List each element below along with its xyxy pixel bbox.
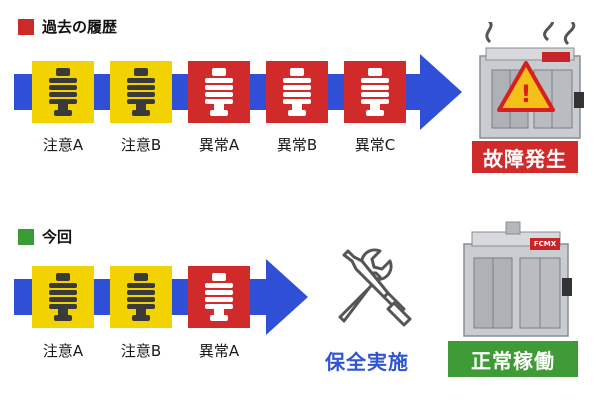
bolt-icon — [283, 68, 311, 116]
now-tile-2 — [110, 266, 172, 328]
past-section-title: 過去の履歴 — [18, 16, 117, 37]
machine-logo: FCMX — [533, 240, 557, 248]
failure-badge: 故障発生 — [472, 141, 578, 173]
now-timeline-arrowhead — [266, 259, 308, 335]
past-tile-1 — [32, 61, 94, 123]
bolt-icon — [205, 68, 233, 116]
now-tile-label-3: 異常A — [198, 342, 240, 360]
past-tile-label-1: 注意A — [42, 136, 84, 154]
bolt-icon — [205, 273, 233, 321]
warning-icon — [497, 61, 555, 112]
past-title-text: 過去の履歴 — [42, 18, 118, 36]
past-title-marker — [18, 18, 34, 35]
past-tile-label-4: 異常B — [276, 136, 318, 154]
maintenance-label: 保全実施 — [325, 350, 409, 374]
past-tile-3 — [188, 61, 250, 123]
past-tile-label-3: 異常A — [198, 136, 240, 154]
bolt-icon — [361, 68, 389, 116]
now-title-text: 今回 — [42, 228, 73, 246]
normal-operation-badge: 正常稼働 — [448, 341, 578, 377]
past-timeline-arrowhead — [420, 54, 462, 130]
past-tile-2 — [110, 61, 172, 123]
bolt-icon — [49, 273, 77, 321]
bolt-icon — [49, 68, 77, 116]
bolt-icon — [127, 273, 155, 321]
past-tile-label-2: 注意B — [120, 136, 162, 154]
machine-normal-image: FCMX — [446, 214, 578, 338]
machine-failed-image: ! — [462, 16, 590, 140]
wrench-screwdriver-icon — [338, 248, 412, 327]
now-tile-1 — [32, 266, 94, 328]
now-tile-label-1: 注意A — [42, 342, 84, 360]
past-tile-label-5: 異常C — [354, 136, 396, 154]
past-tile-4 — [266, 61, 328, 123]
now-tile-3 — [188, 266, 250, 328]
machine-illustration — [463, 221, 572, 337]
warning-mark: ! — [520, 80, 532, 108]
past-tile-5 — [344, 61, 406, 123]
now-title-marker — [18, 228, 34, 245]
now-section-title: 今回 — [18, 226, 72, 247]
now-tile-label-2: 注意B — [120, 342, 162, 360]
bolt-icon — [127, 68, 155, 116]
